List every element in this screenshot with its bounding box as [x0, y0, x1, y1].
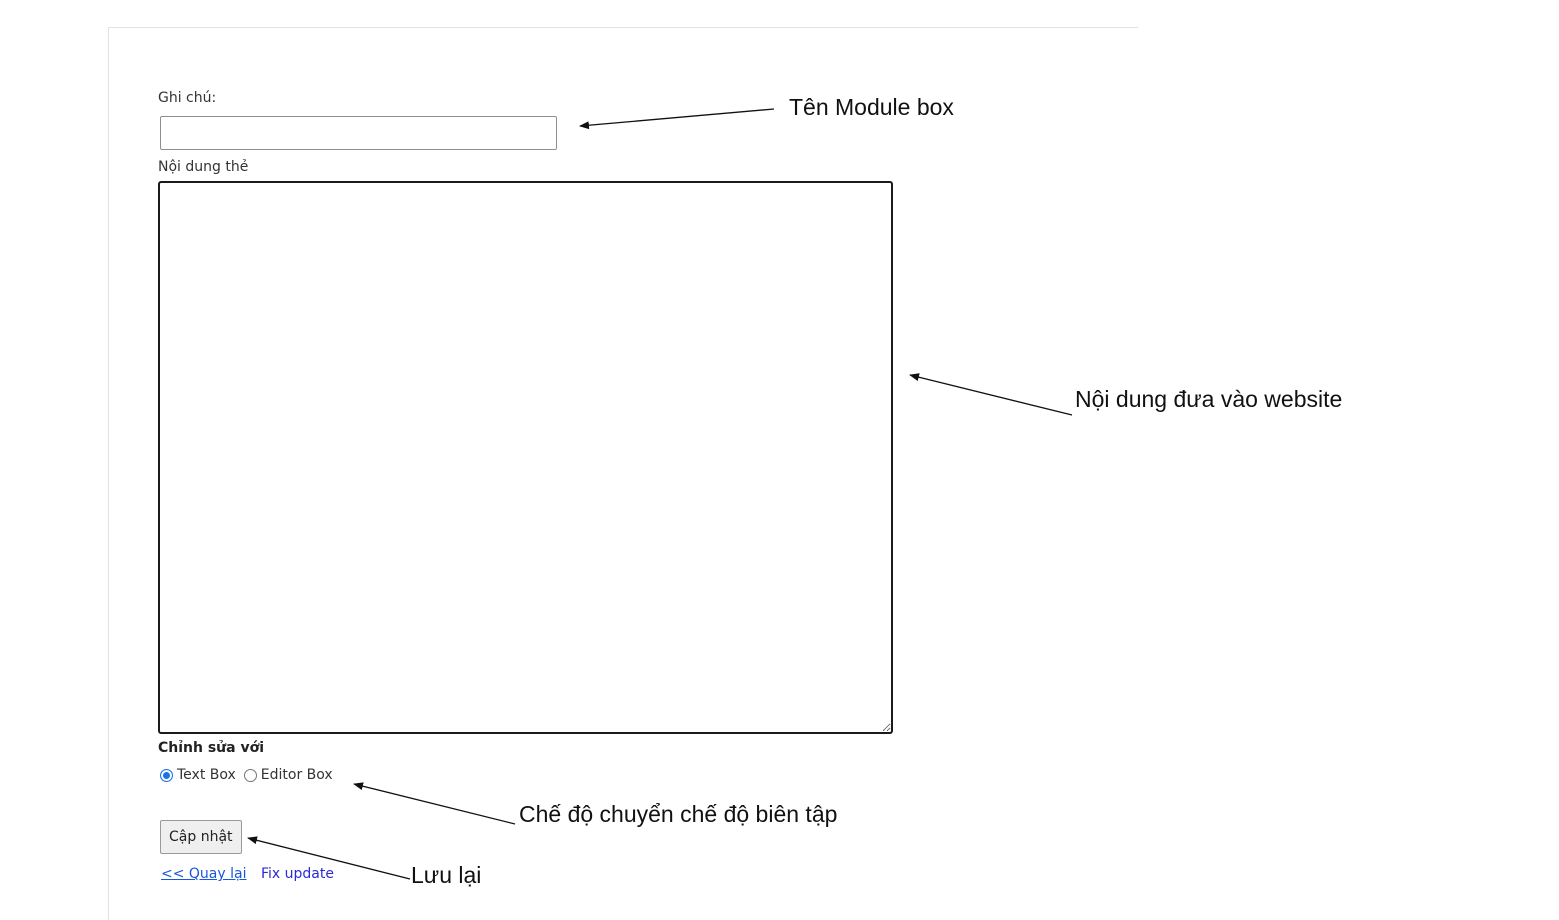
form-panel: [108, 27, 1138, 920]
annotation-edit-mode: Chế độ chuyển chế độ biên tập: [519, 801, 838, 827]
content-label: Nội dung thẻ: [158, 159, 249, 175]
update-button[interactable]: Cập nhật: [160, 820, 242, 854]
radio-text-box-label[interactable]: Text Box: [177, 767, 236, 783]
annotation-module-name: Tên Module box: [789, 94, 954, 120]
note-input[interactable]: [160, 116, 557, 150]
content-textarea[interactable]: [158, 181, 893, 734]
radio-editor-box-label[interactable]: Editor Box: [260, 767, 333, 783]
fix-update-link[interactable]: Fix update: [261, 866, 334, 882]
back-link[interactable]: << Quay lại: [161, 866, 247, 882]
radio-editor-box[interactable]: [243, 768, 257, 782]
radio-text-box[interactable]: [160, 768, 173, 782]
edit-mode-group: Text Box Editor Box: [158, 765, 339, 785]
note-label: Ghi chú:: [158, 90, 217, 106]
edit-with-label: Chỉnh sửa với: [158, 740, 265, 756]
annotation-save: Lưu lại: [411, 862, 482, 888]
annotation-website-content: Nội dung đưa vào website: [1075, 386, 1343, 412]
